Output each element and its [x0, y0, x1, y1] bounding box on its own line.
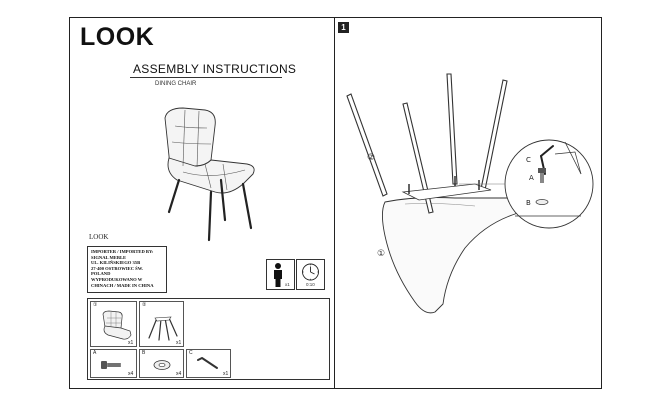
page-divider — [334, 17, 335, 389]
step-hw-label-b: B — [526, 199, 531, 207]
assembly-step-illustration: ② ① C A B — [346, 73, 594, 314]
brand-title: LOOK — [80, 23, 155, 51]
hardware-letter: A — [93, 350, 97, 356]
step-number-badge: 1 — [338, 22, 349, 33]
part-number: ② — [142, 302, 147, 308]
importer-line: POLAND — [91, 271, 111, 277]
model-label: LOOK — [89, 233, 109, 241]
hex-key-icon — [197, 357, 218, 369]
part-number: ① — [93, 302, 98, 308]
importer-line: IMPORTER / IMPORTED BY: — [91, 249, 154, 254]
importer-line: UL. KILIŃSKIEGO 35B — [91, 260, 141, 266]
importer-line: 27-400 OSTROWIEC ŚW. — [91, 265, 144, 271]
legs-part-illustration — [148, 316, 178, 341]
importer-line: SIGNAL MEBLE — [91, 254, 127, 260]
assembly-people-count: x1 — [285, 282, 290, 287]
part-legs-cell: ② x1 — [139, 301, 184, 347]
hardware-quantity: x1 — [223, 371, 229, 377]
assembly-time: 0:10 — [306, 282, 315, 287]
document-subtitle: ASSEMBLY INSTRUCTIONS — [133, 62, 297, 76]
importer-info-box: IMPORTER / IMPORTED BY: SIGNAL MEBLE UL.… — [87, 246, 167, 293]
step-hw-label-a: A — [529, 174, 534, 182]
clock-icon — [302, 263, 319, 281]
importer-line: WYPRODUKOWANO W — [91, 276, 143, 282]
hardware-letter: B — [142, 350, 146, 356]
hardware-quantity: x4 — [176, 371, 182, 377]
step-label-legs: ② — [367, 153, 375, 163]
subtitle-underline — [130, 77, 282, 78]
chair-illustration — [164, 107, 255, 242]
hardware-quantity: x4 — [128, 371, 134, 377]
assembly-people-box: x1 — [266, 259, 295, 290]
product-type: DINING CHAIR — [155, 81, 197, 87]
parts-list: ① x1 ② x1 A x4 B — [87, 298, 330, 380]
seat-part-illustration — [102, 310, 132, 340]
step-hw-label-c: C — [526, 156, 531, 164]
washer-icon — [153, 360, 171, 370]
hardware-bolt-cell: A x4 — [90, 349, 137, 378]
part-quantity: x1 — [176, 340, 182, 346]
hardware-letter: C — [189, 350, 193, 356]
bolt-icon — [101, 361, 121, 369]
step-label-seat: ① — [377, 249, 385, 259]
assembly-time-box: 0:10 — [296, 259, 325, 290]
part-quantity: x1 — [128, 340, 134, 346]
importer-line: CHINACH / MADE IN CHINA — [91, 282, 154, 288]
part-seat-cell: ① x1 — [90, 301, 137, 347]
person-icon — [274, 263, 282, 287]
hardware-washer-cell: B x4 — [139, 349, 184, 378]
hardware-hex-key-cell: C x1 — [186, 349, 231, 378]
